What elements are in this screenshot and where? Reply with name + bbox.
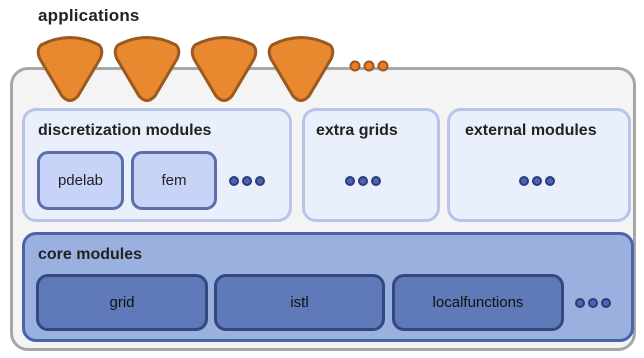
module-localfunctions[interactable]: localfunctions — [392, 274, 564, 331]
ellipsis-dots-icon — [345, 176, 381, 186]
applications-label: applications — [38, 6, 140, 25]
external-modules-panel — [447, 108, 631, 222]
ellipsis-dots-icon — [575, 298, 611, 308]
application-shield-icon[interactable] — [267, 36, 335, 102]
extra-grids-title: extra grids — [316, 122, 398, 139]
application-shield-icon[interactable] — [190, 36, 258, 102]
applications-row — [36, 36, 389, 102]
ellipsis-dots-icon — [349, 60, 389, 72]
application-shield-icon[interactable] — [36, 36, 104, 102]
application-shield-icon[interactable] — [113, 36, 181, 102]
ellipsis-dots-icon — [519, 176, 555, 186]
module-istl[interactable]: istl — [214, 274, 385, 331]
ellipsis-dots-icon — [229, 176, 265, 186]
module-fem[interactable]: fem — [131, 151, 217, 210]
extra-grids-panel — [302, 108, 440, 222]
external-modules-title: external modules — [465, 122, 597, 139]
core-modules-title: core modules — [38, 246, 143, 263]
discretization-modules-title: discretization modules — [38, 122, 212, 139]
module-grid[interactable]: grid — [36, 274, 208, 331]
module-pdelab[interactable]: pdelab — [37, 151, 124, 210]
